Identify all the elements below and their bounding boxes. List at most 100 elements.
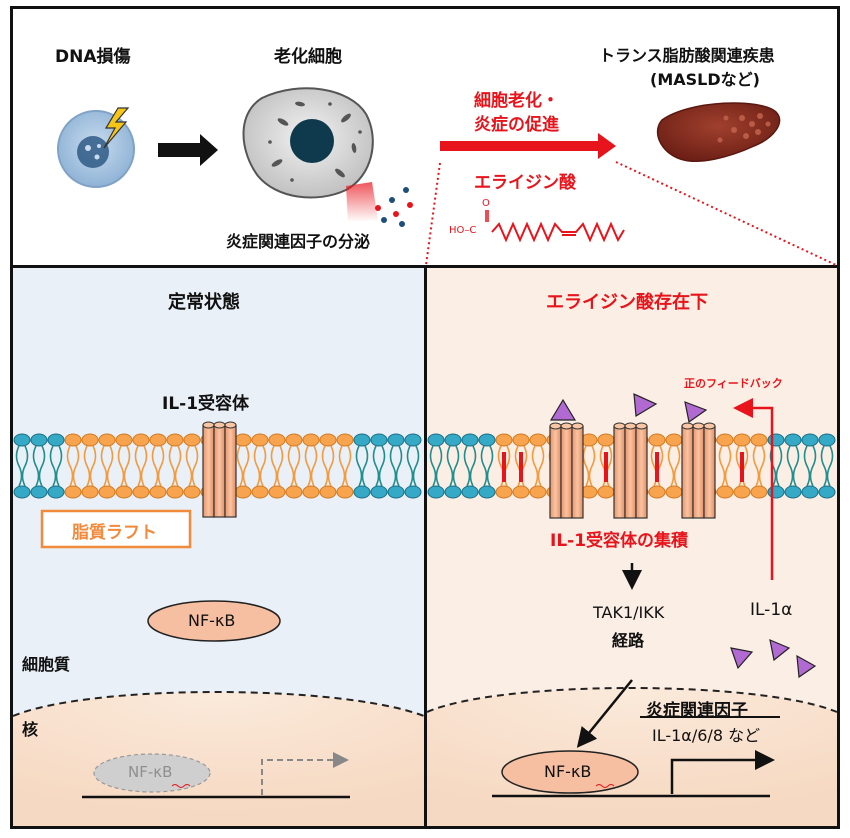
- lipid-head: [387, 485, 405, 499]
- lipid-head: [478, 433, 496, 447]
- nfkb-nucleus-label: NF-κB: [544, 762, 592, 781]
- lipid-tail: [117, 445, 131, 487]
- lipid-tail: [446, 445, 460, 487]
- gene-arrow-active: [670, 750, 775, 794]
- nuclear-envelope-right: [426, 687, 838, 713]
- lipid-tail: [83, 445, 97, 487]
- lipid-head: [115, 485, 133, 499]
- nfkb-nucleus: [501, 750, 639, 794]
- il1a-label: IL-1α: [750, 600, 793, 620]
- factors-title: 炎症関連因子: [646, 701, 748, 721]
- lipid-tail: [752, 445, 766, 487]
- lipid-head: [183, 485, 201, 499]
- lipid-tail: [100, 445, 114, 487]
- elaidic-condition-title: エライジン酸存在下: [546, 292, 708, 313]
- lipid-tail: [463, 445, 477, 487]
- lipid-head: [234, 485, 252, 499]
- lipid-head: [818, 433, 836, 447]
- lipid-head: [648, 433, 666, 447]
- lipid-head: [64, 485, 82, 499]
- lipid-tail: [151, 445, 165, 487]
- lipid-head: [784, 485, 802, 499]
- lipid-head: [132, 485, 150, 499]
- elaidic-acid-insert: [502, 452, 506, 482]
- lipid-head: [665, 485, 683, 499]
- lipid-head: [166, 485, 184, 499]
- lipid-head: [801, 485, 819, 499]
- lipid-head: [81, 433, 99, 447]
- lipid-head: [733, 433, 751, 447]
- feedback-label: 正のフィードバック: [684, 377, 783, 390]
- membrane-right: [427, 433, 836, 499]
- lipid-tail: [270, 445, 284, 487]
- promotion-label-1: 細胞老化・: [474, 91, 559, 111]
- il1-receptor-left: [202, 421, 237, 518]
- formula-head: HO–C: [449, 225, 477, 236]
- lipid-head: [302, 433, 320, 447]
- il1a-ligands-free: [730, 639, 817, 679]
- lipid-head: [149, 485, 167, 499]
- lipid-head: [716, 433, 734, 447]
- nfkb-inactive: [93, 753, 211, 793]
- lipid-head: [353, 485, 371, 499]
- lipid-tail: [389, 445, 403, 487]
- lipid-tail: [338, 445, 352, 487]
- receptor-cluster-label: IL-1受容体の集積: [550, 531, 689, 551]
- lipid-head: [13, 433, 31, 447]
- lipid-head: [767, 433, 785, 447]
- lipid-tail: [667, 445, 681, 487]
- lipid-head: [132, 433, 150, 447]
- lipid-head: [818, 485, 836, 499]
- lipid-tail: [372, 445, 386, 487]
- gene-arrow-inactive: [261, 752, 349, 795]
- lipid-head: [166, 433, 184, 447]
- lipid-tail: [321, 445, 335, 487]
- lipid-tail: [820, 445, 834, 487]
- raft-label-box: [40, 509, 192, 549]
- lipid-head: [716, 485, 734, 499]
- lipid-head: [597, 433, 615, 447]
- lipid-tail: [355, 445, 369, 487]
- lipid-head: [64, 433, 82, 447]
- lipid-head: [370, 485, 388, 499]
- lipid-head: [512, 433, 530, 447]
- factors-list: IL-1α/6/8 など: [652, 726, 761, 745]
- zoom-line-left: [425, 162, 441, 266]
- lipid-head: [404, 433, 422, 447]
- liver-icon: [656, 102, 781, 162]
- dna-damage-label: DNA損傷: [55, 47, 131, 67]
- pathway-label-2: 経路: [612, 631, 645, 650]
- lipid-head: [268, 433, 286, 447]
- feedback-arrow: [733, 398, 774, 580]
- nfkb-cytoplasm: [147, 600, 281, 642]
- lipid-head: [285, 485, 303, 499]
- nfkb-squiggle-left: [171, 784, 191, 788]
- progression-arrow: [158, 134, 218, 166]
- lipid-tail: [253, 445, 267, 487]
- lipid-tail: [49, 445, 63, 487]
- lipid-tail: [803, 445, 817, 487]
- lipid-head: [387, 433, 405, 447]
- zoom-line-right: [615, 161, 837, 266]
- lipid-head: [47, 433, 65, 447]
- lipid-head: [750, 485, 768, 499]
- lipid-head: [285, 433, 303, 447]
- il1-receptor-cluster: [549, 422, 716, 519]
- lipid-tail: [429, 445, 443, 487]
- lightning-icon: [103, 107, 130, 149]
- senescent-cell-label: 老化細胞: [274, 47, 342, 67]
- lipid-head: [47, 485, 65, 499]
- lipid-head: [268, 485, 286, 499]
- lipid-head: [784, 433, 802, 447]
- lipid-head: [495, 433, 513, 447]
- lipid-head: [81, 485, 99, 499]
- lipid-tail: [185, 445, 199, 487]
- lipid-head: [404, 485, 422, 499]
- lipid-tail: [15, 445, 29, 487]
- nuclear-envelope-left: [12, 691, 425, 717]
- lipid-head: [427, 433, 445, 447]
- lipid-head: [319, 433, 337, 447]
- lipid-head: [512, 485, 530, 499]
- lipid-tail: [236, 445, 250, 487]
